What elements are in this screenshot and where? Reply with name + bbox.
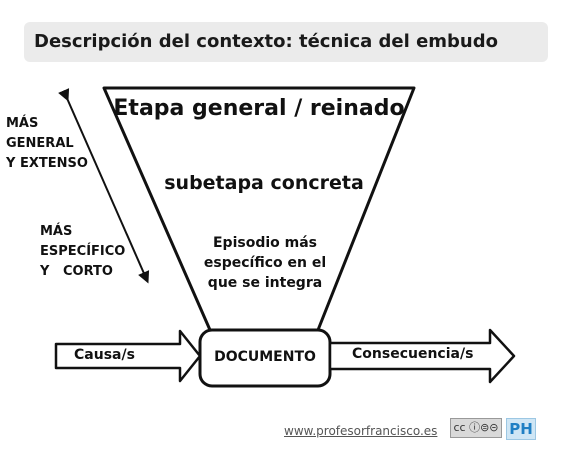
funnel-mid-stage-label: subetapa concreta <box>164 172 364 194</box>
scale-double-arrow <box>58 88 150 284</box>
more-general-line: GENERAL <box>6 136 74 151</box>
page-title: Descripción del contexto: técnica del em… <box>34 31 498 52</box>
license-badge-icon: cc ⓘ⊜⊝ <box>450 418 502 438</box>
funnel-bottom-line: específico en el <box>203 255 327 271</box>
document-label: DOCUMENTO <box>214 349 316 365</box>
more-general-line: MÁS <box>6 116 39 131</box>
funnel-bottom-line: que se integra <box>207 275 323 291</box>
website-link[interactable]: www.profesorfrancisco.es <box>284 424 438 438</box>
consequence-arrow <box>328 328 516 384</box>
funnel-bottom-stage-label: Episodio más específico en el que se int… <box>190 233 340 293</box>
more-general-line: Y EXTENSO <box>6 156 88 171</box>
funnel-top-stage-label: Etapa general / reinado <box>113 96 405 121</box>
funnel-bottom-line: Episodio más <box>212 235 317 251</box>
title-bar: Descripción del contexto: técnica del em… <box>24 22 548 62</box>
consequence-label: Consecuencia/s <box>352 346 474 362</box>
more-specific-line: ESPECÍFICO <box>40 244 126 259</box>
more-specific-label: MÁS ESPECÍFICO Y CORTO <box>40 222 125 282</box>
cause-label: Causa/s <box>74 347 135 363</box>
ph-logo-icon: PH <box>506 418 536 440</box>
cause-arrow <box>54 329 202 383</box>
more-specific-line: MÁS <box>40 224 73 239</box>
more-specific-line: Y CORTO <box>40 264 113 279</box>
funnel-shape <box>102 86 416 332</box>
more-general-label: MÁS GENERAL Y EXTENSO <box>6 114 88 174</box>
